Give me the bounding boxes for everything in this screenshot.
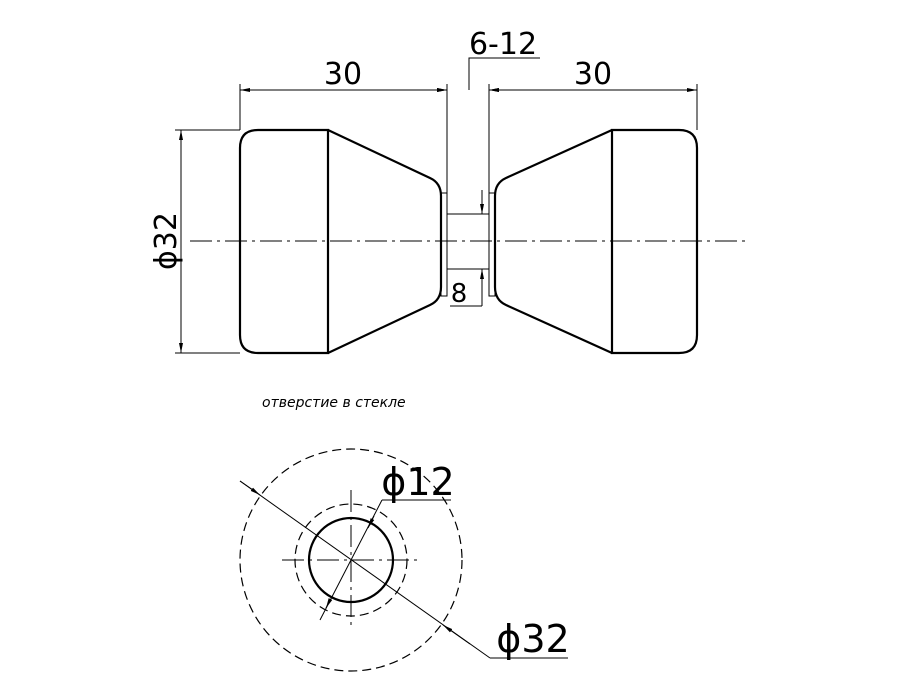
hole-diameter-label: ϕ12 bbox=[381, 460, 454, 504]
svg-text:30: 30 bbox=[574, 57, 612, 92]
svg-text:30: 30 bbox=[324, 57, 362, 92]
svg-text:8: 8 bbox=[451, 279, 468, 309]
svg-text:6-12: 6-12 bbox=[469, 27, 537, 62]
hole-caption: отверстие в стекле bbox=[262, 395, 406, 411]
svg-text:ϕ32: ϕ32 bbox=[149, 212, 184, 270]
hole-view: ϕ32 ϕ12 bbox=[239, 448, 570, 672]
dimension-left-30: 30 bbox=[239, 57, 448, 193]
dimension-diameter-32: ϕ32 bbox=[149, 129, 240, 354]
dimension-glass-thickness: 6-12 bbox=[420, 27, 540, 92]
outer-diameter-label: ϕ32 bbox=[496, 617, 569, 661]
dimension-right-30: 30 bbox=[488, 57, 698, 193]
dimension-bolt-8: 8 bbox=[450, 190, 484, 309]
